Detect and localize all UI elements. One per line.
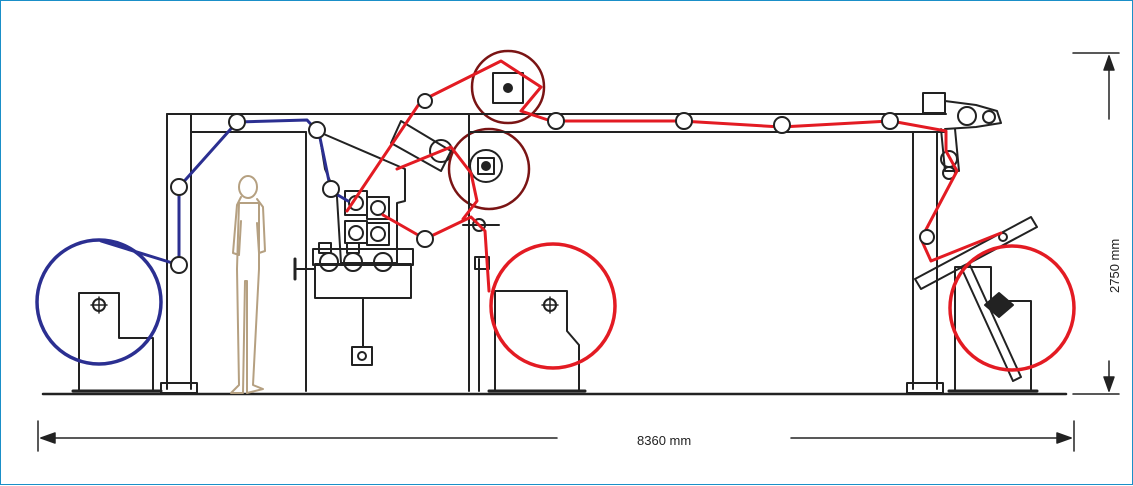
lamination-station — [390, 49, 546, 211]
upper-drum-shaft-icon — [503, 83, 513, 93]
dimension-arrow-left — [40, 432, 56, 444]
main-frame-left — [160, 113, 470, 394]
idler-roller-icon — [170, 256, 188, 274]
laminate-web — [395, 145, 479, 221]
idler-roller-icon — [170, 178, 188, 196]
rewind-stand-center — [487, 290, 587, 393]
width-dimension — [37, 420, 1075, 452]
upper-drum — [470, 49, 546, 125]
trough-roller-icon — [319, 252, 339, 272]
idler-roller-icon — [416, 230, 434, 248]
laminate-web — [381, 213, 491, 293]
idler-rollers — [170, 93, 935, 274]
coating-roller-icon — [348, 225, 364, 241]
operator-figure — [230, 175, 266, 394]
unwind-roll — [35, 238, 163, 366]
rewind-stand-right — [947, 262, 1039, 393]
rewind-roll-center — [489, 242, 617, 370]
dimension-arrow-bottom — [1103, 376, 1115, 392]
idler-roller-icon — [308, 121, 326, 139]
unwind-web — [99, 118, 350, 267]
width-dimension-label: 8360 mm — [637, 433, 691, 448]
idler-roller-icon — [773, 116, 791, 134]
dimension-arrow-top — [1103, 55, 1115, 71]
idler-roller-icon — [228, 113, 246, 131]
idler-roller-icon — [675, 112, 693, 130]
laminator-drum — [447, 127, 531, 211]
idler-roller-icon — [881, 112, 899, 130]
trough-roller-icon — [373, 252, 393, 272]
idler-roller-icon — [919, 229, 935, 245]
rewind-roll-right — [948, 244, 1076, 372]
height-dimension — [1072, 52, 1120, 395]
idler-roller-icon — [417, 93, 433, 109]
coating-trough — [293, 242, 414, 366]
coating-roller-icon — [370, 226, 386, 242]
coating-roller-icon — [370, 200, 386, 216]
dimension-arrow-right — [1056, 432, 1072, 444]
drum-shaft-icon — [481, 161, 491, 171]
idler-roller-icon — [547, 112, 565, 130]
height-dimension-label: 2750 mm — [1107, 239, 1122, 293]
unwind-stand — [71, 292, 163, 393]
main-frame-right — [462, 113, 947, 394]
idler-roller-icon — [322, 180, 340, 198]
